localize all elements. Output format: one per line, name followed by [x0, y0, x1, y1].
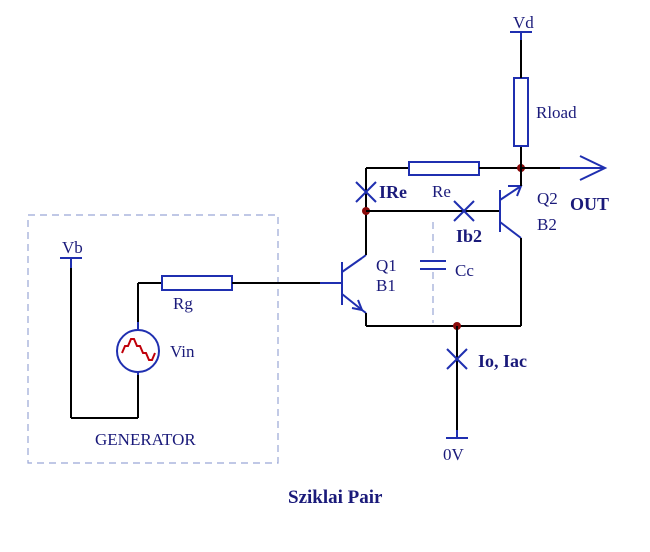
- out-label: OUT: [570, 194, 609, 214]
- vin-label: Vin: [170, 342, 195, 361]
- ib2-current-marker: [453, 200, 475, 222]
- output-arrow-icon: [579, 155, 608, 181]
- vd-label: Vd: [513, 13, 534, 32]
- re-label: Re: [432, 182, 451, 201]
- io-label: Io, Iac: [478, 351, 527, 371]
- ib2-label: Ib2: [456, 226, 482, 246]
- vb-label: Vb: [62, 238, 83, 257]
- generator-box: [27, 214, 279, 464]
- diagram-title: Sziklai Pair: [288, 487, 383, 508]
- re-resistor: [408, 161, 480, 176]
- generator-label: GENERATOR: [95, 430, 196, 449]
- ground-symbol: [446, 430, 468, 439]
- rload-resistor: [513, 77, 529, 147]
- q2-label: Q2: [537, 189, 558, 208]
- vin-source: [116, 282, 162, 418]
- q1-label: Q1: [376, 256, 397, 275]
- rg-label: Rg: [173, 294, 193, 313]
- q2-transistor: [499, 185, 523, 239]
- rg-resistor: [161, 275, 233, 291]
- rload-label: Rload: [536, 103, 577, 122]
- vb-rail: [60, 257, 138, 419]
- cc-label: Cc: [455, 261, 474, 280]
- ire-label: IRe: [379, 182, 407, 202]
- b2-label: B2: [537, 215, 557, 234]
- cc-capacitor: [420, 222, 446, 323]
- vd-rail: [510, 31, 532, 40]
- b1-label: B1: [376, 276, 396, 295]
- io-current-marker: [446, 348, 468, 370]
- sine-wave-icon: [121, 338, 156, 361]
- q1-transistor: [341, 254, 367, 314]
- ire-current-marker: [355, 181, 377, 203]
- ground-label: 0V: [443, 445, 465, 464]
